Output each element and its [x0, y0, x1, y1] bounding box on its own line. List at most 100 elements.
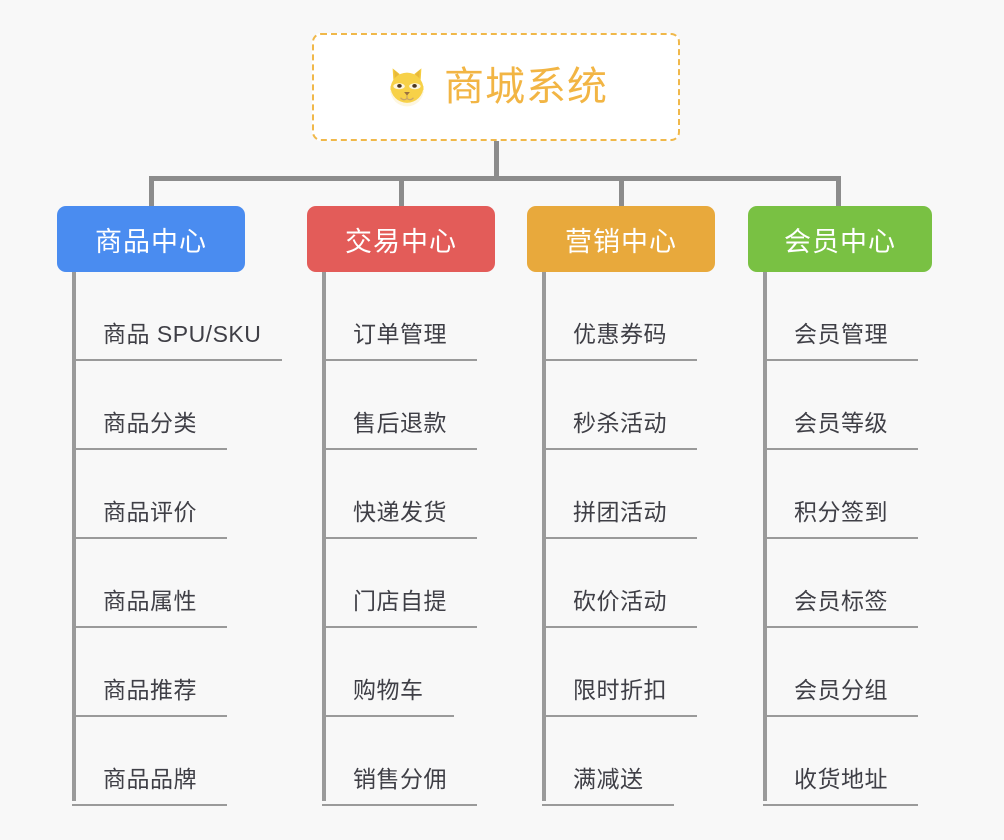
list-item[interactable]: 会员等级 [748, 361, 968, 450]
leaf-underline [322, 359, 477, 361]
connector-drop-trade-center [399, 176, 404, 208]
leaf-label: 拼团活动 [573, 499, 667, 525]
list-item[interactable]: 门店自提 [307, 539, 527, 628]
column-trade-center: 交易中心 订单管理 售后退款 快递发货 门店自提 购物车 [307, 206, 527, 816]
leaf-label: 秒杀活动 [573, 410, 667, 436]
list-item[interactable]: 优惠券码 [527, 272, 747, 361]
leaf-underline [322, 804, 477, 806]
list-item[interactable]: 商品分类 [57, 361, 277, 450]
column-spine [322, 272, 326, 801]
leaf-list-trade-center: 订单管理 售后退款 快递发货 门店自提 购物车 销售分佣 [307, 272, 527, 806]
leaf-label: 商品推荐 [103, 677, 197, 703]
leaf-underline [322, 448, 477, 450]
connector-drop-marketing-center [619, 176, 624, 208]
list-item[interactable]: 售后退款 [307, 361, 527, 450]
leaf-label: 满减送 [573, 766, 644, 792]
list-item[interactable]: 秒杀活动 [527, 361, 747, 450]
list-item[interactable]: 拼团活动 [527, 450, 747, 539]
list-item[interactable]: 购物车 [307, 628, 527, 717]
leaf-label: 商品 SPU/SKU [103, 321, 262, 347]
leaf-list-product-center: 商品 SPU/SKU 商品分类 商品评价 商品属性 商品推荐 商品品牌 [57, 272, 282, 806]
leaf-label: 购物车 [353, 677, 424, 703]
list-item[interactable]: 会员标签 [748, 539, 968, 628]
list-item[interactable]: 商品评价 [57, 450, 277, 539]
list-item[interactable]: 商品属性 [57, 539, 277, 628]
leaf-underline [322, 537, 477, 539]
leaf-underline [72, 537, 227, 539]
leaf-label: 收货地址 [794, 766, 888, 792]
category-header-label: 会员中心 [784, 226, 896, 257]
leaf-underline [542, 626, 697, 628]
column-member-center: 会员中心 会员管理 会员等级 积分签到 会员标签 会员分组 [748, 206, 968, 816]
list-item[interactable]: 商品推荐 [57, 628, 277, 717]
list-item[interactable]: 会员分组 [748, 628, 968, 717]
leaf-label: 门店自提 [353, 588, 447, 614]
leaf-underline [322, 626, 477, 628]
category-header-member-center[interactable]: 会员中心 [748, 206, 932, 272]
category-header-product-center[interactable]: 商品中心 [57, 206, 245, 272]
category-header-label: 商品中心 [95, 226, 207, 257]
list-item[interactable]: 商品 SPU/SKU [57, 272, 282, 361]
leaf-label: 商品分类 [103, 410, 197, 436]
leaf-underline [72, 626, 227, 628]
leaf-underline [763, 804, 918, 806]
leaf-label: 积分签到 [794, 499, 888, 525]
leaf-label: 限时折扣 [573, 677, 667, 703]
leaf-underline [72, 359, 282, 361]
list-item[interactable]: 积分签到 [748, 450, 968, 539]
leaf-underline [72, 804, 227, 806]
column-spine [763, 272, 767, 801]
leaf-label: 商品评价 [103, 499, 197, 525]
root-title: 商城系统 [444, 65, 608, 109]
leaf-label: 会员管理 [794, 321, 888, 347]
column-spine [542, 272, 546, 801]
leaf-list-member-center: 会员管理 会员等级 积分签到 会员标签 会员分组 收货地址 [748, 272, 968, 806]
connector-root-stem [494, 141, 499, 178]
root-node[interactable]: 商城系统 [312, 33, 680, 141]
leaf-underline [542, 804, 674, 806]
leaf-underline [72, 448, 227, 450]
leaf-label: 会员分组 [794, 677, 888, 703]
leaf-underline [763, 537, 918, 539]
leaf-label: 会员等级 [794, 410, 888, 436]
leaf-underline [542, 715, 697, 717]
leaf-underline [72, 715, 227, 717]
leaf-label: 商品属性 [103, 588, 197, 614]
leaf-underline [763, 626, 918, 628]
column-spine [72, 272, 76, 801]
list-item[interactable]: 满减送 [527, 717, 747, 806]
connector-drop-member-center [836, 176, 841, 208]
leaf-label: 砍价活动 [573, 588, 667, 614]
leaf-label: 售后退款 [353, 410, 447, 436]
list-item[interactable]: 销售分佣 [307, 717, 527, 806]
leaf-label: 会员标签 [794, 588, 888, 614]
list-item[interactable]: 商品品牌 [57, 717, 277, 806]
leaf-label: 订单管理 [353, 321, 447, 347]
leaf-label: 商品品牌 [103, 766, 197, 792]
leaf-underline [322, 715, 454, 717]
leaf-underline [763, 359, 918, 361]
leaf-underline [763, 715, 918, 717]
list-item[interactable]: 砍价活动 [527, 539, 747, 628]
category-header-label: 营销中心 [565, 226, 677, 257]
category-header-trade-center[interactable]: 交易中心 [307, 206, 495, 272]
leaf-label: 快递发货 [353, 499, 447, 525]
leaf-label: 销售分佣 [353, 766, 447, 792]
list-item[interactable]: 会员管理 [748, 272, 968, 361]
list-item[interactable]: 订单管理 [307, 272, 527, 361]
connector-horizontal-bus [149, 176, 841, 181]
leaf-label: 优惠券码 [573, 321, 667, 347]
connector-drop-product-center [149, 176, 154, 208]
leaf-underline [542, 537, 697, 539]
category-header-marketing-center[interactable]: 营销中心 [527, 206, 715, 272]
list-item[interactable]: 收货地址 [748, 717, 968, 806]
leaf-underline [542, 359, 697, 361]
leaf-underline [542, 448, 697, 450]
category-header-label: 交易中心 [345, 226, 457, 257]
leaf-underline [763, 448, 918, 450]
list-item[interactable]: 限时折扣 [527, 628, 747, 717]
column-marketing-center: 营销中心 优惠券码 秒杀活动 拼团活动 砍价活动 限时折扣 [527, 206, 747, 816]
list-item[interactable]: 快递发货 [307, 450, 527, 539]
shiba-dog-face-icon [390, 68, 424, 107]
